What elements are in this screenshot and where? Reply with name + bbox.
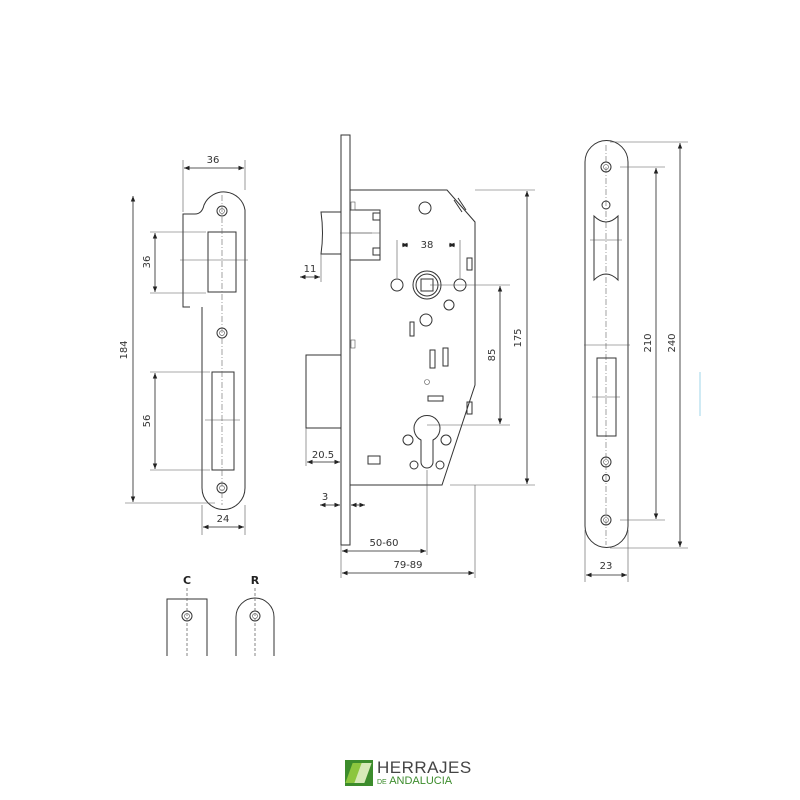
- logo-line2: ANDALUCIA: [389, 775, 453, 787]
- dim-strike-height: 184: [119, 340, 130, 359]
- dim-bolt-opening: 56: [142, 415, 153, 428]
- dim-backset: 50-60: [369, 538, 398, 549]
- logo-line1: HERRAJES: [377, 758, 472, 777]
- logo-mark-icon: [345, 760, 373, 786]
- dim-case-depth: 79-89: [393, 560, 422, 571]
- variant-label-r: R: [251, 574, 260, 587]
- logo-line2-prefix: DE: [377, 779, 387, 786]
- dim-center-distance: 85: [487, 349, 498, 362]
- dim-handle-hole-spacing: 38: [421, 240, 434, 251]
- dim-faceplate-thickness: 3: [322, 492, 328, 503]
- dim-deadbolt-projection: 20.5: [312, 450, 334, 461]
- dim-latch-opening: 36: [142, 256, 153, 269]
- dim-case-height: 175: [513, 328, 524, 347]
- dim-strike-width-bottom: 24: [217, 514, 230, 525]
- variant-label-c: C: [183, 574, 191, 587]
- end-variants: C R: [166, 574, 275, 658]
- dim-faceplate-length: 240: [667, 333, 678, 352]
- strike-plate: 36 184 36 56 24: [119, 155, 248, 535]
- dim-latch-projection: 11: [304, 264, 317, 275]
- dim-faceplate-width: 23: [600, 561, 613, 572]
- dim-strike-width-top: 36: [207, 155, 220, 166]
- faceplate: 210 240 23: [584, 140, 701, 582]
- lock-body: 38 11 85 175 20.5 3 50-60 79-89: [300, 134, 535, 578]
- brand-logo: HERRAJES DE ANDALUCIA: [345, 759, 472, 787]
- dim-screw-spacing: 210: [643, 333, 654, 352]
